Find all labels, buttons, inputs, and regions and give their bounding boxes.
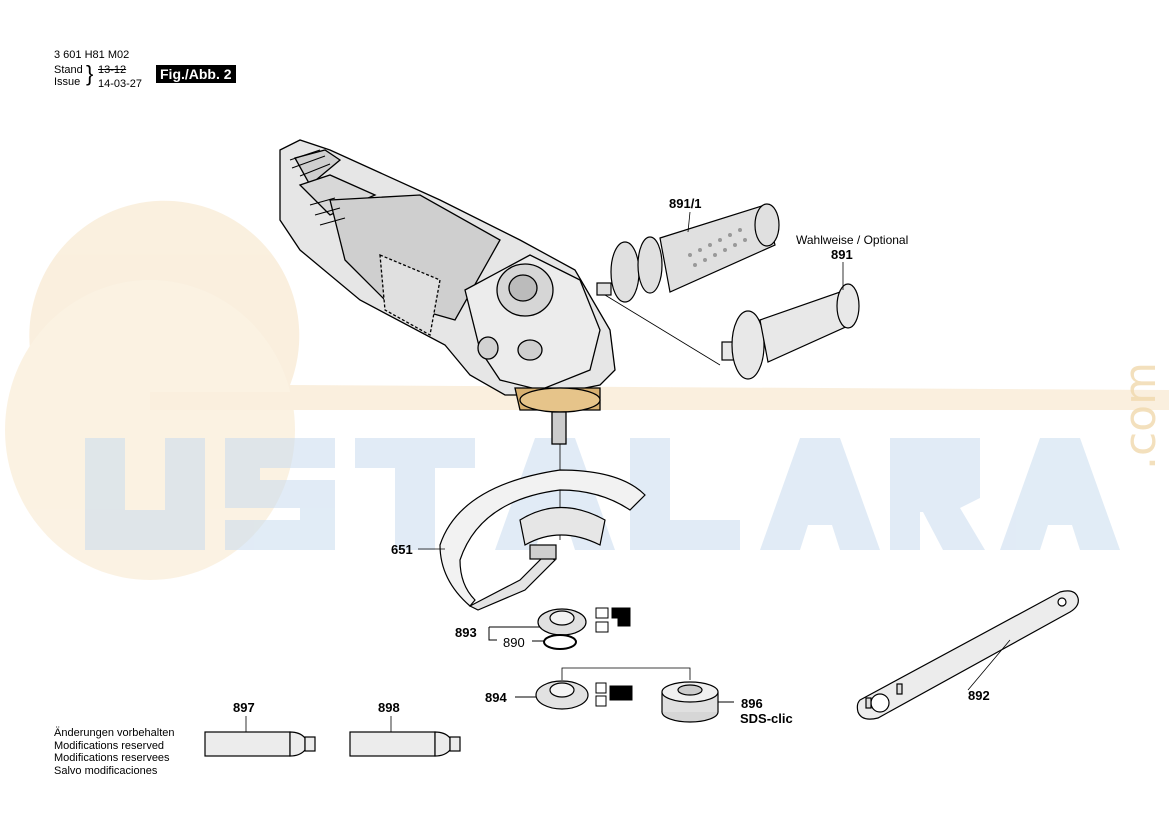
part-label-892: 892 bbox=[968, 688, 990, 703]
stand-label: Stand bbox=[54, 64, 83, 76]
aux-handle-891-graphic bbox=[721, 283, 860, 380]
note-line-en: Modifications reserved bbox=[54, 739, 165, 752]
figure-label: Fig./Abb. 2 bbox=[156, 65, 236, 83]
watermark-suffix: .com bbox=[1115, 362, 1166, 470]
part-label-894: 894 bbox=[485, 690, 507, 705]
angle-grinder-body bbox=[279, 139, 616, 445]
leader-892 bbox=[967, 639, 1011, 691]
clamping-nut-894-graphic bbox=[515, 680, 589, 710]
body-knurl-pattern bbox=[289, 149, 346, 226]
aux-handle-891-1-graphic bbox=[596, 203, 780, 303]
part-label-898: 898 bbox=[378, 700, 400, 715]
part-label-891: 891 bbox=[831, 247, 853, 262]
wheel-guard-651-graphic bbox=[439, 469, 646, 611]
handle-grip-dots bbox=[688, 228, 747, 267]
leader-891-1 bbox=[687, 211, 691, 233]
bracket-893 bbox=[488, 627, 497, 641]
sds-clic-label: SDS-clic bbox=[740, 711, 793, 726]
clamping-nut-894-symbols bbox=[595, 682, 633, 707]
part-label-897: 897 bbox=[233, 700, 255, 715]
issue-date: 14-03-27 bbox=[98, 78, 143, 90]
part-label-651: 651 bbox=[391, 542, 413, 557]
note-line-de: Änderungen vorbehalten bbox=[54, 727, 175, 739]
modifications-note: Änderungen vorbehalten Modifications res… bbox=[54, 727, 174, 777]
watermark-graphic bbox=[5, 200, 1169, 580]
handle-leader-line bbox=[604, 294, 721, 366]
quick-nut-896-graphic bbox=[661, 681, 734, 723]
part-label-891-1: 891/1 bbox=[669, 196, 702, 211]
part-label-893: 893 bbox=[455, 625, 477, 640]
document-number: 3 601 H81 M02 bbox=[54, 49, 130, 61]
brace-symbol: } bbox=[86, 61, 94, 86]
two-pin-spanner-892-graphic bbox=[856, 590, 1079, 720]
old-date: 13-12 bbox=[98, 64, 127, 76]
issue-label: Issue bbox=[54, 76, 81, 88]
note-line-fr: Modifications reservees bbox=[54, 752, 170, 764]
flange-893-symbols bbox=[595, 607, 631, 633]
note-line-es: Salvo modificaciones bbox=[54, 764, 158, 777]
grease-tube-898-graphic bbox=[349, 731, 461, 757]
optional-note: Wahlweise / Optional bbox=[796, 233, 909, 247]
part-label-896: 896 bbox=[741, 696, 763, 711]
leader-894-896 bbox=[561, 667, 691, 680]
part-label-890: 890 bbox=[503, 635, 525, 650]
mounting-flange-893-graphic bbox=[537, 608, 587, 650]
grease-tube-897-graphic bbox=[204, 731, 316, 757]
